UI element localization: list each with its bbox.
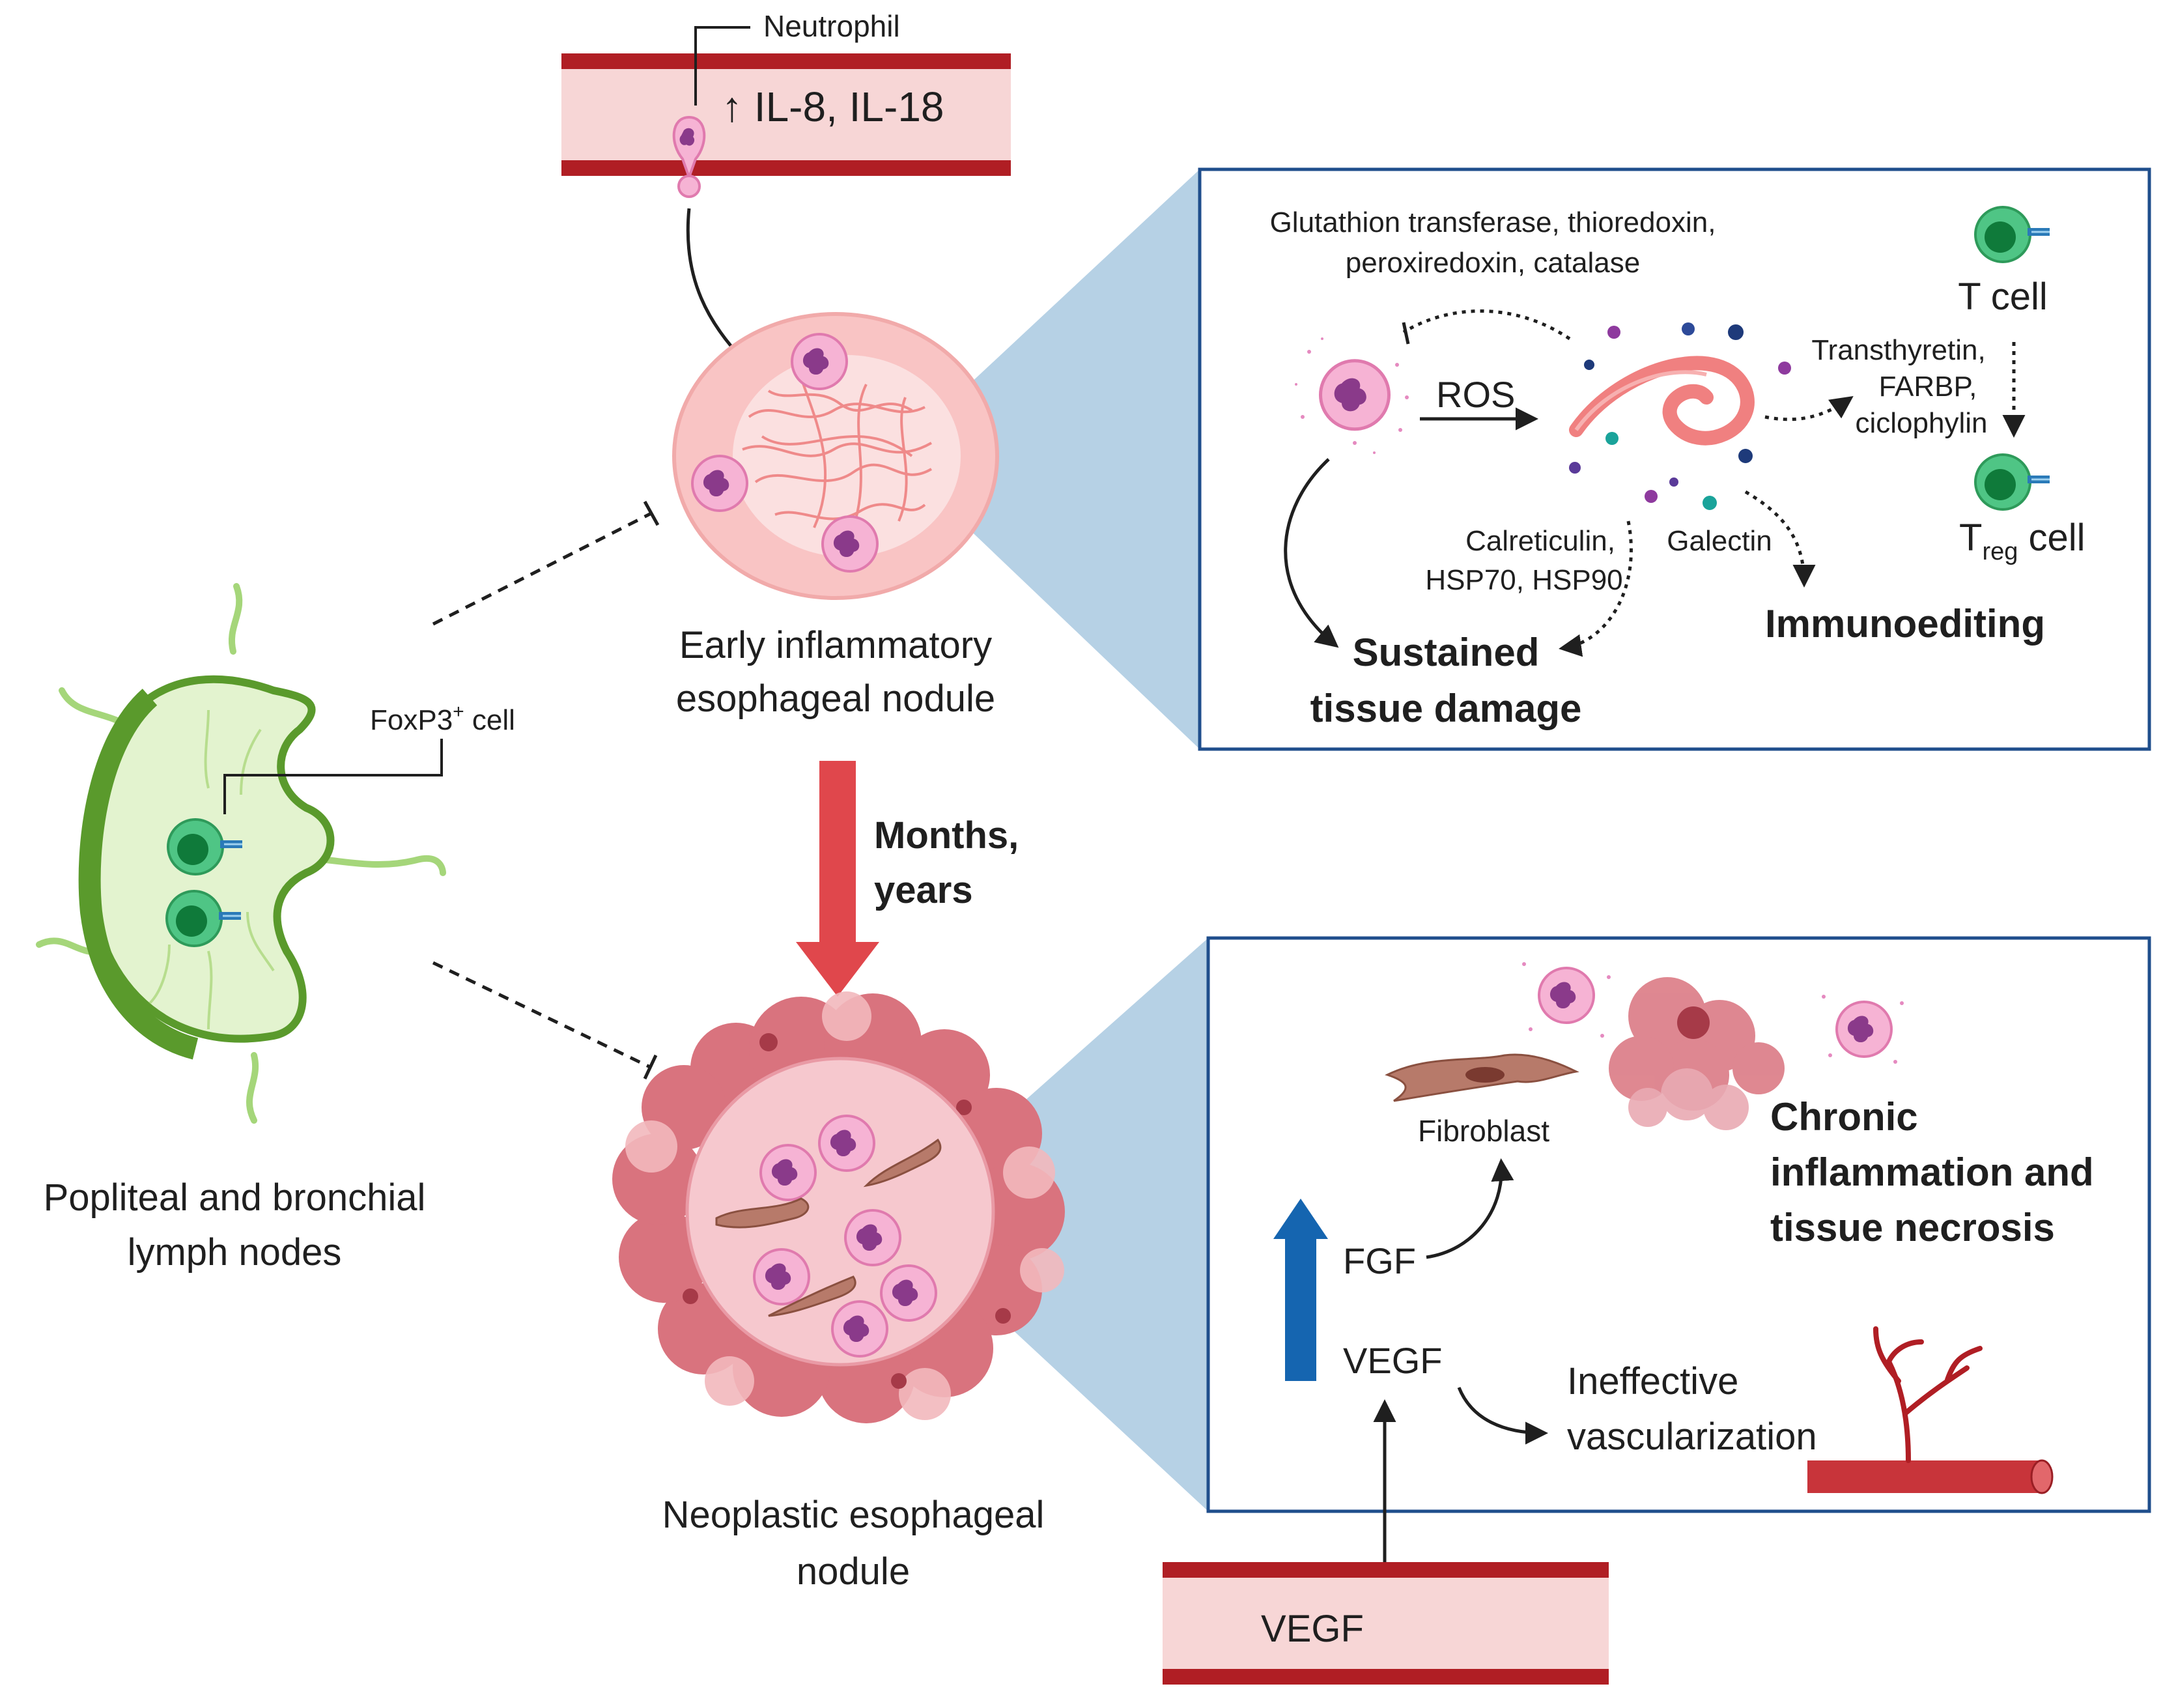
vessel-sprout [1807,1326,2054,1494]
ineffective-label-line2: vascularization [1567,1416,1817,1458]
ros-label: ROS [1436,374,1515,415]
early-nodule-label-line2: esophageal nodule [676,677,995,720]
bottom-blood-vessel [1163,1562,1609,1685]
early-inflammatory-nodule [672,312,999,600]
parasite-to-treg-arrow [1764,395,1854,421]
sustained-label-line1: Sustained [1353,631,1540,674]
necrosis-cluster [1609,977,1785,1130]
secreted-molecules [1569,322,1791,510]
months-label-line1: Months, [874,814,1019,857]
chronic-label-line2: inflammation and [1770,1150,2094,1194]
foxp3-callout-line [223,739,443,814]
chronic-label-line3: tissue necrosis [1770,1206,2055,1249]
top-blood-vessel [561,53,1011,176]
antioxidants-label-line1: Glutathion transferase, thioredoxin, [1270,206,1716,238]
inhibition-line-to-early-nodule [432,500,660,626]
neutrophil-callout-line [694,26,750,106]
foxp3-superscript: + [453,701,464,722]
neoplastic-label-line1: Neoplastic esophageal [662,1494,1045,1536]
chronic-label-line1: Chronic [1770,1095,1918,1139]
calreticulin-label-line2: HSP70, HSP90 [1425,564,1622,596]
transthyretin-label-line1: Transthyretin, [1811,334,1985,366]
antioxidant-inhibition [1402,309,1571,345]
transthyretin-label-line3: ciclophylin [1856,407,1988,439]
calreticulin-label-line1: Calreticulin, [1465,525,1615,557]
parasite [1569,356,1755,446]
vegf-to-vascularization-arrow [1457,1387,1548,1445]
neoplastic-nodule [612,991,1065,1423]
inhibition-line-to-neoplastic-nodule [432,961,658,1080]
transthyretin-label-line2: FARBP, [1879,371,1977,403]
progression-arrow [796,761,879,997]
increase-arrow [1273,1199,1328,1381]
fgf-label: FGF [1343,1240,1416,1281]
necrosis-neutrophil-right [1822,995,1904,1064]
vegf-vessel-label: VEGF [1261,1608,1364,1650]
early-nodule-label-line1: Early inflammatory [679,624,992,666]
ros-neutrophil [1295,337,1409,454]
ros-to-damage-arrow [1284,458,1339,648]
lymph-label-line1: Popliteal and bronchial [44,1176,426,1219]
immunoediting-label: Immunoediting [1765,602,2045,646]
vegf-box-label: VEGF [1343,1340,1442,1381]
t-cell-label: T cell [1958,276,2048,318]
necrosis-neutrophil-left [1522,962,1611,1038]
fgf-to-fibroblast-arrow [1426,1158,1514,1259]
galectin-label: Galectin [1667,525,1772,557]
lymph-label-line2: lymph nodes [128,1231,342,1274]
fibroblast-cell [1385,1053,1579,1102]
fibroblast-label: Fibroblast [1418,1114,1549,1148]
treg-cell-label: Treg cell [1959,517,2085,565]
foxp3-label: FoxP3+ cell [370,701,515,736]
ineffective-label-line1: Ineffective [1567,1360,1738,1402]
neutrophil-extravasating [672,115,706,198]
months-label-line2: years [874,869,973,911]
antioxidants-label-line2: peroxiredoxin, catalase [1346,247,1640,279]
sustained-label-line2: tissue damage [1310,687,1582,730]
neoplastic-label-line2: nodule [797,1550,910,1593]
lymph-node [36,583,446,1124]
il-label: ↑ IL-8, IL-18 [722,83,944,130]
treg-subscript: reg [1982,538,2018,565]
zoom-wedge-top [892,169,1200,749]
neutrophil-label: Neutrophil [763,9,900,43]
